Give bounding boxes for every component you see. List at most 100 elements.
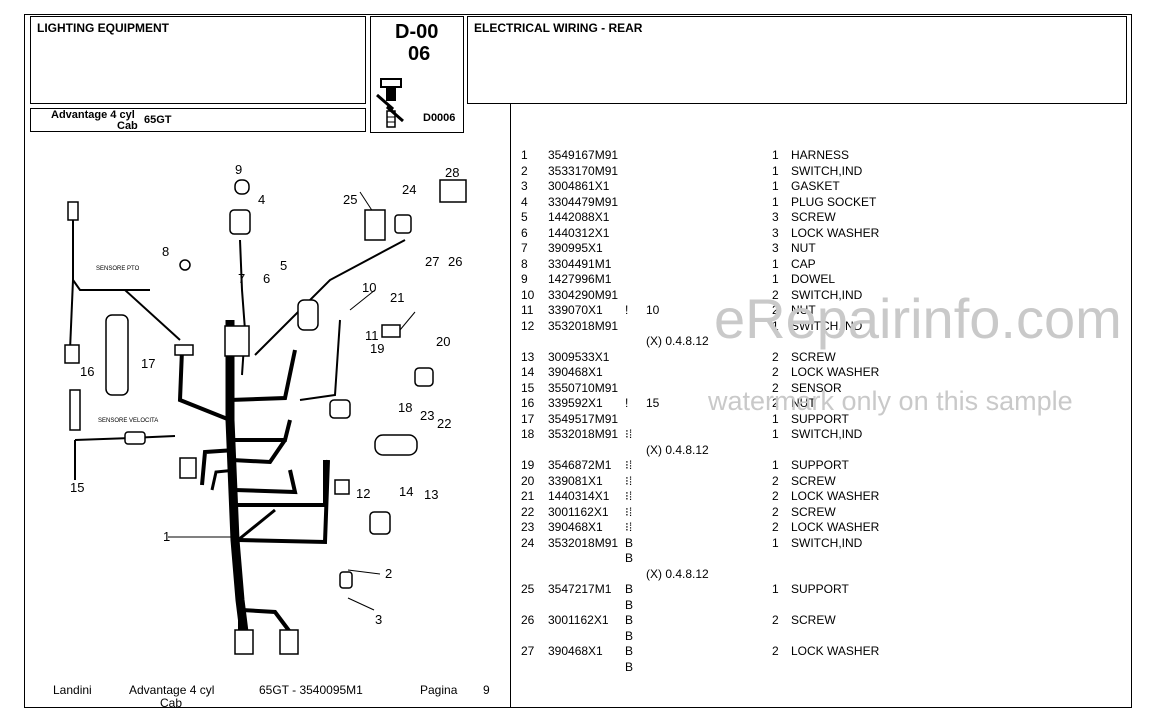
- parts-cell-qty: 1: [772, 318, 779, 333]
- parts-cell-desc: LOCK WASHER: [791, 644, 880, 658]
- parts-cell-part: 390468X1: [548, 644, 603, 658]
- callout-8: 8: [162, 244, 169, 259]
- parts-cell-flag: ⁝⁞: [625, 473, 633, 488]
- parts-cell-num: 12: [521, 318, 535, 333]
- callout-21: 21: [390, 290, 404, 305]
- parts-cell-num: 16: [521, 396, 535, 410]
- parts-cell-num: 3: [521, 179, 528, 193]
- footer-model-line2: Cab: [160, 696, 183, 710]
- parts-cell-num: 2: [521, 163, 528, 178]
- parts-cell-qty: 1: [772, 179, 779, 193]
- parts-cell-flag: ⁝⁞: [625, 504, 633, 519]
- parts-cell-note: 10: [646, 303, 660, 317]
- callout-25: 25: [343, 192, 357, 207]
- parts-cell-qty: 1: [772, 148, 779, 162]
- parts-cell-flag: B: [625, 613, 634, 627]
- section-title-box: LIGHTING EQUIPMENT: [30, 16, 366, 104]
- parts-cell-qty: 2: [772, 489, 779, 503]
- callout-27: 27: [425, 254, 439, 269]
- callout-11: 11: [365, 328, 379, 343]
- parts-cell-part: 3304479M91: [548, 194, 619, 209]
- parts-cell-part: 3547217M1: [548, 582, 612, 596]
- footer-model-line1: Advantage 4 cyl: [129, 683, 215, 697]
- callout-23: 23: [420, 408, 434, 423]
- parts-cell-flag: B: [625, 582, 634, 596]
- parts-cell-qty: 2: [772, 504, 779, 519]
- column-divider: [510, 104, 511, 708]
- parts-cell-desc: SWITCH,IND: [791, 535, 863, 550]
- parts-cell-flag: ⁝⁞: [625, 427, 633, 441]
- callout-24: 24: [402, 182, 416, 197]
- footer-page-number: 9: [483, 683, 490, 697]
- parts-cell-qty: 1: [772, 458, 779, 472]
- callout-10: 10: [362, 280, 376, 295]
- parts-cell-part: 3304491M1: [548, 256, 612, 271]
- callout-1: 1: [163, 529, 170, 544]
- parts-cell-part: 3532018M91: [548, 427, 619, 441]
- parts-cell-desc: SCREW: [791, 349, 836, 364]
- parts-cell-part: 339592X1: [548, 396, 603, 410]
- parts-cell-qty: 3: [772, 241, 779, 255]
- footer-brand: Landini: [53, 683, 92, 697]
- parts-cell-part: 1440314X1: [548, 489, 610, 503]
- parts-cell-desc: SUPPORT: [791, 458, 849, 472]
- callout-16: 16: [80, 364, 94, 379]
- parts-cell-part: 3004861X1: [548, 179, 610, 193]
- parts-cell-desc: LOCK WASHER: [791, 489, 880, 503]
- callout-9: 9: [235, 162, 242, 177]
- parts-cell-qty: 2: [772, 365, 779, 379]
- parts-cell-part: 3304290M91: [548, 287, 619, 302]
- page-frame: [24, 14, 1132, 708]
- parts-cell-num: 7: [521, 241, 528, 255]
- parts-cell-qty: 1: [772, 535, 779, 550]
- parts-cell-part: 390468X1: [548, 365, 603, 379]
- callout-13: 13: [424, 487, 438, 502]
- parts-cell-num: 22: [521, 504, 535, 519]
- parts-cell-note: (X) 0.4.8.12: [646, 334, 709, 348]
- callout-17: 17: [141, 356, 155, 371]
- parts-cell-num: 5: [521, 210, 528, 224]
- parts-cell-num: 4: [521, 194, 528, 209]
- parts-cell-num: 8: [521, 256, 528, 271]
- parts-cell-qty: 3: [772, 210, 779, 224]
- parts-cell-part: 3533170M91: [548, 163, 619, 178]
- callout-28: 28: [445, 165, 459, 180]
- group-title-box: ELECTRICAL WIRING - REAR: [467, 16, 1127, 104]
- model-box: Advantage 4 cyl Cab 65GT: [30, 108, 366, 132]
- parts-cell-note: (X) 0.4.8.12: [646, 566, 709, 581]
- code-bottom: 06: [408, 43, 431, 65]
- parts-cell-num: 23: [521, 520, 535, 534]
- group-title: ELECTRICAL WIRING - REAR: [474, 21, 643, 35]
- parts-cell-desc: LOCK WASHER: [791, 520, 880, 534]
- parts-cell-note: 15: [646, 396, 660, 410]
- label-sensor-pto: SENSORE PTO: [96, 266, 140, 272]
- model-line1: Advantage 4 cyl: [51, 109, 135, 121]
- parts-cell-num: 13: [521, 349, 535, 364]
- parts-cell-num: 6: [521, 225, 528, 240]
- parts-cell-num: 17: [521, 411, 535, 426]
- parts-cell-part: 3001162X1: [548, 613, 609, 627]
- parts-cell-desc: SENSOR: [791, 380, 842, 395]
- parts-cell-part: 3532018M91: [548, 318, 619, 333]
- parts-cell-flag: B: [625, 551, 634, 565]
- callout-2: 2: [385, 566, 392, 581]
- parts-cell-note: (X) 0.4.8.12: [646, 442, 709, 457]
- footer-page-label: Pagina: [420, 683, 458, 697]
- parts-cell-desc: SUPPORT: [791, 411, 849, 426]
- parts-cell-qty: 2: [772, 287, 779, 302]
- parts-cell-desc: NUT: [791, 303, 816, 317]
- parts-cell-qty: 1: [772, 163, 779, 178]
- parts-cell-part: 1440312X1: [548, 225, 610, 240]
- parts-cell-qty: 3: [772, 225, 779, 240]
- parts-cell-desc: SWITCH,IND: [791, 318, 863, 333]
- parts-cell-part: 3009533X1: [548, 349, 610, 364]
- parts-cell-num: 1: [521, 148, 528, 162]
- parts-cell-part: 339070X1: [548, 303, 603, 317]
- parts-cell-part: 1427996M1: [548, 272, 612, 286]
- parts-cell-qty: 2: [772, 520, 779, 534]
- parts-cell-flag: ⁝⁞: [625, 520, 633, 534]
- parts-cell-num: 14: [521, 365, 535, 379]
- parts-cell-qty: 2: [772, 644, 779, 658]
- model-line2: Cab: [117, 120, 138, 132]
- callout-7: 7: [238, 271, 245, 286]
